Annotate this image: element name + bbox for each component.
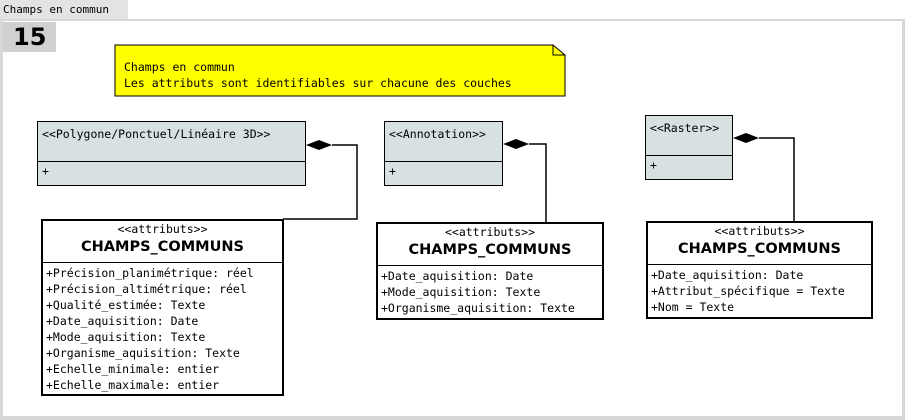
attribute-row: +Date_aquisition: Date [46, 314, 199, 328]
note: Champs en commun Les attributs sont iden… [124, 59, 512, 91]
class-box-polygone[interactable]: <<attributs>> CHAMPS_COMMUNS +Précision_… [41, 219, 284, 396]
attribute-row: +Date_aquisition: Date [381, 269, 534, 283]
attribute-row: +Précision_altimétrique: réel [46, 282, 247, 296]
layer-operations: + [389, 164, 396, 178]
class-box-raster[interactable]: <<attributs>> CHAMPS_COMMUNS +Date_aquis… [646, 221, 873, 319]
class-attributes: +Précision_planimétrique: réel +Précisio… [43, 263, 282, 395]
diagram-number: 15 [3, 22, 56, 52]
class-header: <<attributs>> CHAMPS_COMMUNS [378, 224, 602, 266]
association-line-1 [283, 144, 358, 220]
class-stereotype: <<attributs>> [444, 225, 535, 239]
layer-box-raster[interactable]: <<Raster>> + [645, 115, 733, 180]
association-line-3 [759, 137, 795, 222]
class-attributes: +Date_aquisition: Date +Attribut_spécifi… [648, 265, 871, 317]
association-line-2 [529, 143, 547, 223]
layer-operations: + [42, 164, 49, 178]
class-name: CHAMPS_COMMUNS [81, 239, 244, 255]
layer-stereotype: <<Polygone/Ponctuel/Linéaire 3D>> [38, 122, 305, 162]
note-shape [114, 44, 566, 97]
attribute-row: +Organisme_aquisition: Texte [381, 301, 575, 315]
composition-diamond-3 [733, 133, 759, 143]
composition-diamond-2 [503, 139, 529, 149]
note-line-1: Champs en commun [124, 60, 235, 74]
class-attributes: +Date_aquisition: Date +Mode_aquisition:… [378, 266, 602, 318]
note-line-2: Les attributs sont identifiables sur cha… [124, 76, 512, 90]
layer-operations: + [650, 158, 657, 172]
diagram-tab[interactable]: Champs en commun [0, 0, 128, 19]
attribute-row: +Attribut_spécifique = Texte [651, 284, 845, 298]
class-stereotype: <<attributs>> [117, 222, 208, 236]
attribute-row: +Date_aquisition: Date [651, 268, 804, 282]
attribute-row: +Mode_aquisition: Texte [381, 285, 541, 299]
class-name: CHAMPS_COMMUNS [678, 241, 841, 257]
attribute-row: +Echelle_minimale: entier [46, 362, 220, 376]
layer-stereotype: <<Raster>> [646, 116, 732, 156]
attribute-row: +Echelle_maximale: entier [46, 378, 220, 392]
note-fold [552, 45, 565, 56]
class-header: <<attributs>> CHAMPS_COMMUNS [43, 221, 282, 263]
class-stereotype: <<attributs>> [714, 224, 805, 238]
attribute-row: +Précision_planimétrique: réel [46, 266, 254, 280]
class-box-annotation[interactable]: <<attributs>> CHAMPS_COMMUNS +Date_aquis… [376, 222, 604, 320]
attribute-row: +Qualité_estimée: Texte [46, 298, 206, 312]
attribute-row: +Organisme_aquisition: Texte [46, 346, 240, 360]
attribute-row: +Mode_aquisition: Texte [46, 330, 206, 344]
layer-stereotype: <<Annotation>> [385, 122, 502, 162]
layer-box-annotation[interactable]: <<Annotation>> + [384, 121, 503, 186]
attribute-row: +Nom = Texte [651, 300, 735, 314]
class-header: <<attributs>> CHAMPS_COMMUNS [648, 223, 871, 265]
layer-box-polygone[interactable]: <<Polygone/Ponctuel/Linéaire 3D>> + [37, 121, 306, 186]
composition-diamond-1 [306, 140, 332, 150]
class-name: CHAMPS_COMMUNS [408, 242, 572, 258]
